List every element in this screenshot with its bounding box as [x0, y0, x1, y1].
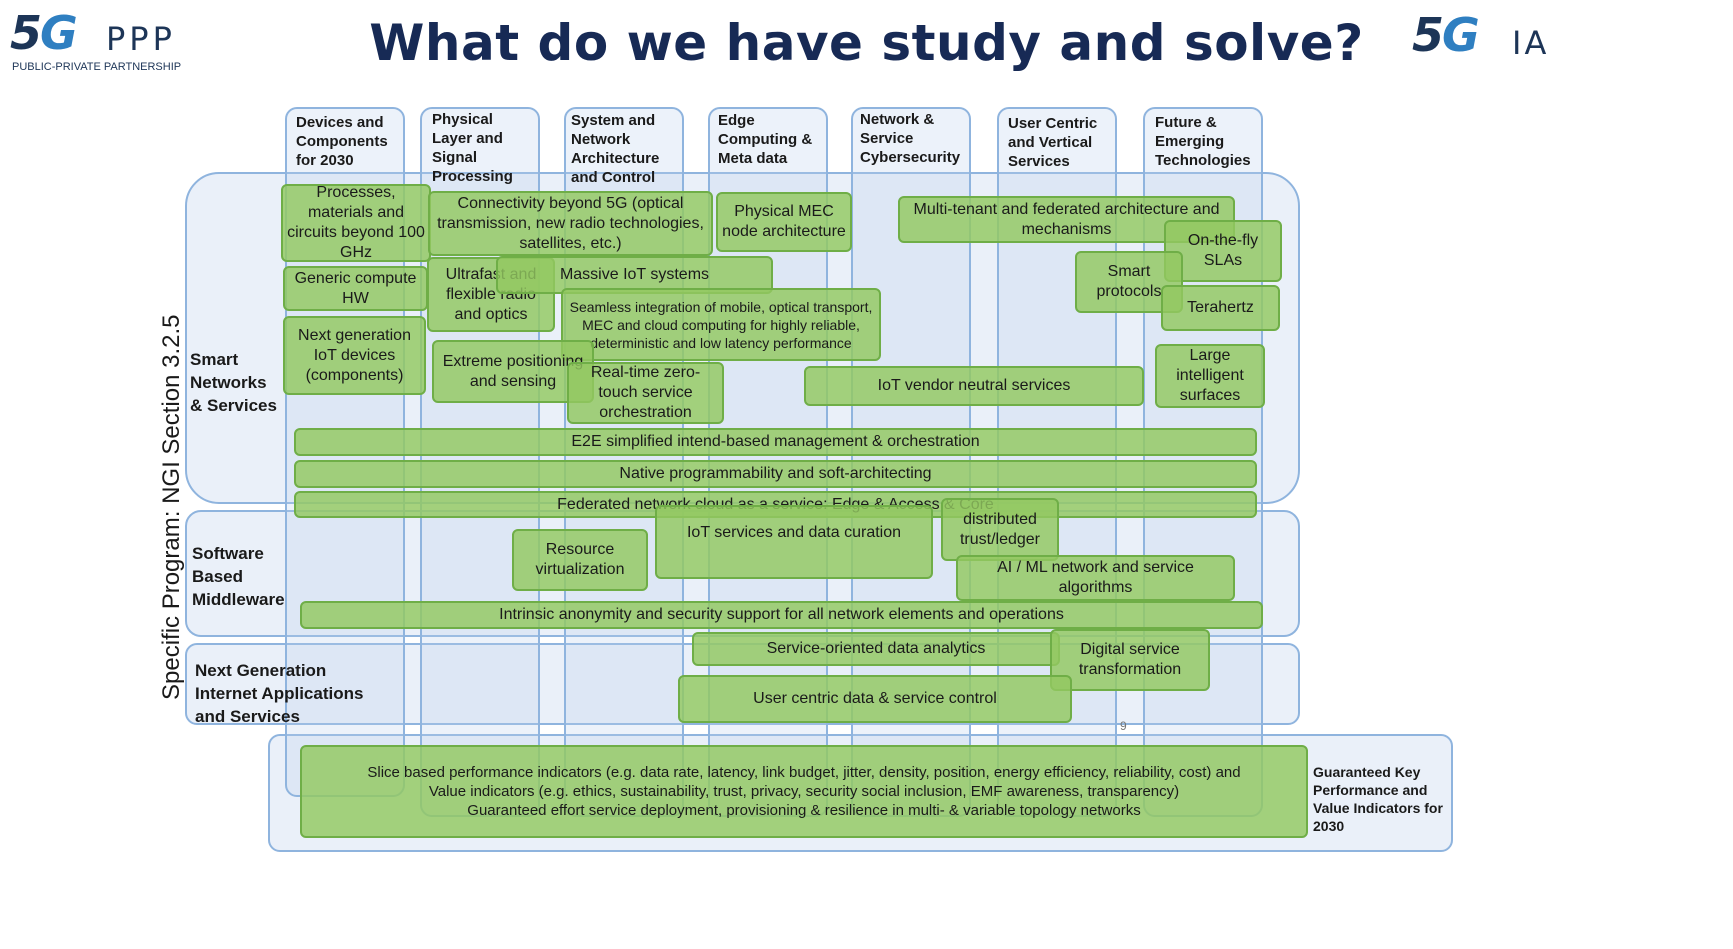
logo-ppp-word: PPP: [106, 20, 176, 58]
box-resource-virt: Resource virtualization: [512, 529, 648, 591]
box-digital-transform: Digital service transformation: [1050, 629, 1210, 691]
logo-ia-word: IA: [1512, 24, 1550, 62]
box-processes: Processes, materials and circuits beyond…: [281, 184, 431, 262]
row-label-next-gen-internet: Next Generation Internet Applications an…: [195, 661, 364, 726]
box-terahertz: Terahertz: [1161, 285, 1280, 331]
stray-mark: 9: [1120, 719, 1127, 733]
box-user-centric: User centric data & service control: [678, 675, 1072, 723]
box-smart-protocols: Smart protocols: [1075, 251, 1183, 313]
box-e2e: E2E simplified intend-based management &…: [294, 428, 1257, 456]
logo-5g-ia: 5G IA: [1412, 8, 1550, 62]
page-title: What do we have study and solve?: [369, 14, 1364, 72]
slice-line-2: Value indicators (e.g. ethics, sustainab…: [428, 783, 1180, 800]
column-header-devices: Devices and Components for 2030: [296, 114, 388, 169]
column-header-cybersecurity: Network & Service Cybersecurity: [860, 111, 961, 166]
box-next-gen-iot: Next generation IoT devices (components): [283, 316, 426, 395]
box-iot-services: IoT services and data curation: [655, 505, 933, 579]
box-native: Native programmability and soft-architec…: [294, 460, 1257, 488]
row-label-kpi: Guaranteed Key Performance and Value Ind…: [1313, 764, 1443, 834]
box-iot-vendor: IoT vendor neutral services: [804, 366, 1144, 406]
column-header-edge-computing: Edge Computing & Meta data: [718, 112, 813, 167]
box-massive-iot: Massive IoT systems: [496, 256, 773, 294]
logo-tagline: PUBLIC-PRIVATE PARTNERSHIP: [12, 61, 182, 73]
box-connectivity: Connectivity beyond 5G (optical transmis…: [428, 191, 713, 256]
slice-line-1: Slice based performance indicators (e.g.…: [367, 764, 1241, 781]
row-label-software-middleware: Software Based Middleware: [192, 544, 285, 609]
box-large-surfaces: Large intelligent surfaces: [1155, 344, 1265, 408]
box-slice-indicators: Slice based performance indicators (e.g.…: [300, 745, 1308, 838]
box-generic-hw: Generic compute HW: [283, 266, 428, 311]
box-distributed: distributed trust/ledger: [941, 498, 1059, 561]
column-header-system-network: System and Network Architecture and Cont…: [571, 112, 660, 186]
column-header-future-tech: Future & Emerging Technologies: [1155, 114, 1251, 169]
column-header-user-centric: User Centric and Vertical Services: [1008, 115, 1098, 170]
logo-5g-ppp: 5G PPP PUBLIC-PRIVATE PARTNERSHIP: [10, 6, 182, 73]
slice-line-3: Guaranteed effort service deployment, pr…: [467, 802, 1141, 819]
box-realtime: Real-time zero-touch service orchestrati…: [567, 362, 724, 424]
column-header-physical-layer: Physical Layer and Signal Processing: [432, 111, 513, 185]
box-service-analytics: Service-oriented data analytics: [692, 632, 1060, 666]
box-physical-mec: Physical MEC node architecture: [716, 192, 852, 252]
box-aiml: AI / ML network and service algorithms: [956, 555, 1235, 601]
side-label: Specific Program: NGI Section 3.2.5: [158, 314, 185, 701]
box-intrinsic: Intrinsic anonymity and security support…: [300, 601, 1263, 629]
box-seamless: Seamless integration of mobile, optical …: [561, 288, 881, 361]
row-label-smart-networks: Smart Networks & Services: [190, 350, 277, 415]
